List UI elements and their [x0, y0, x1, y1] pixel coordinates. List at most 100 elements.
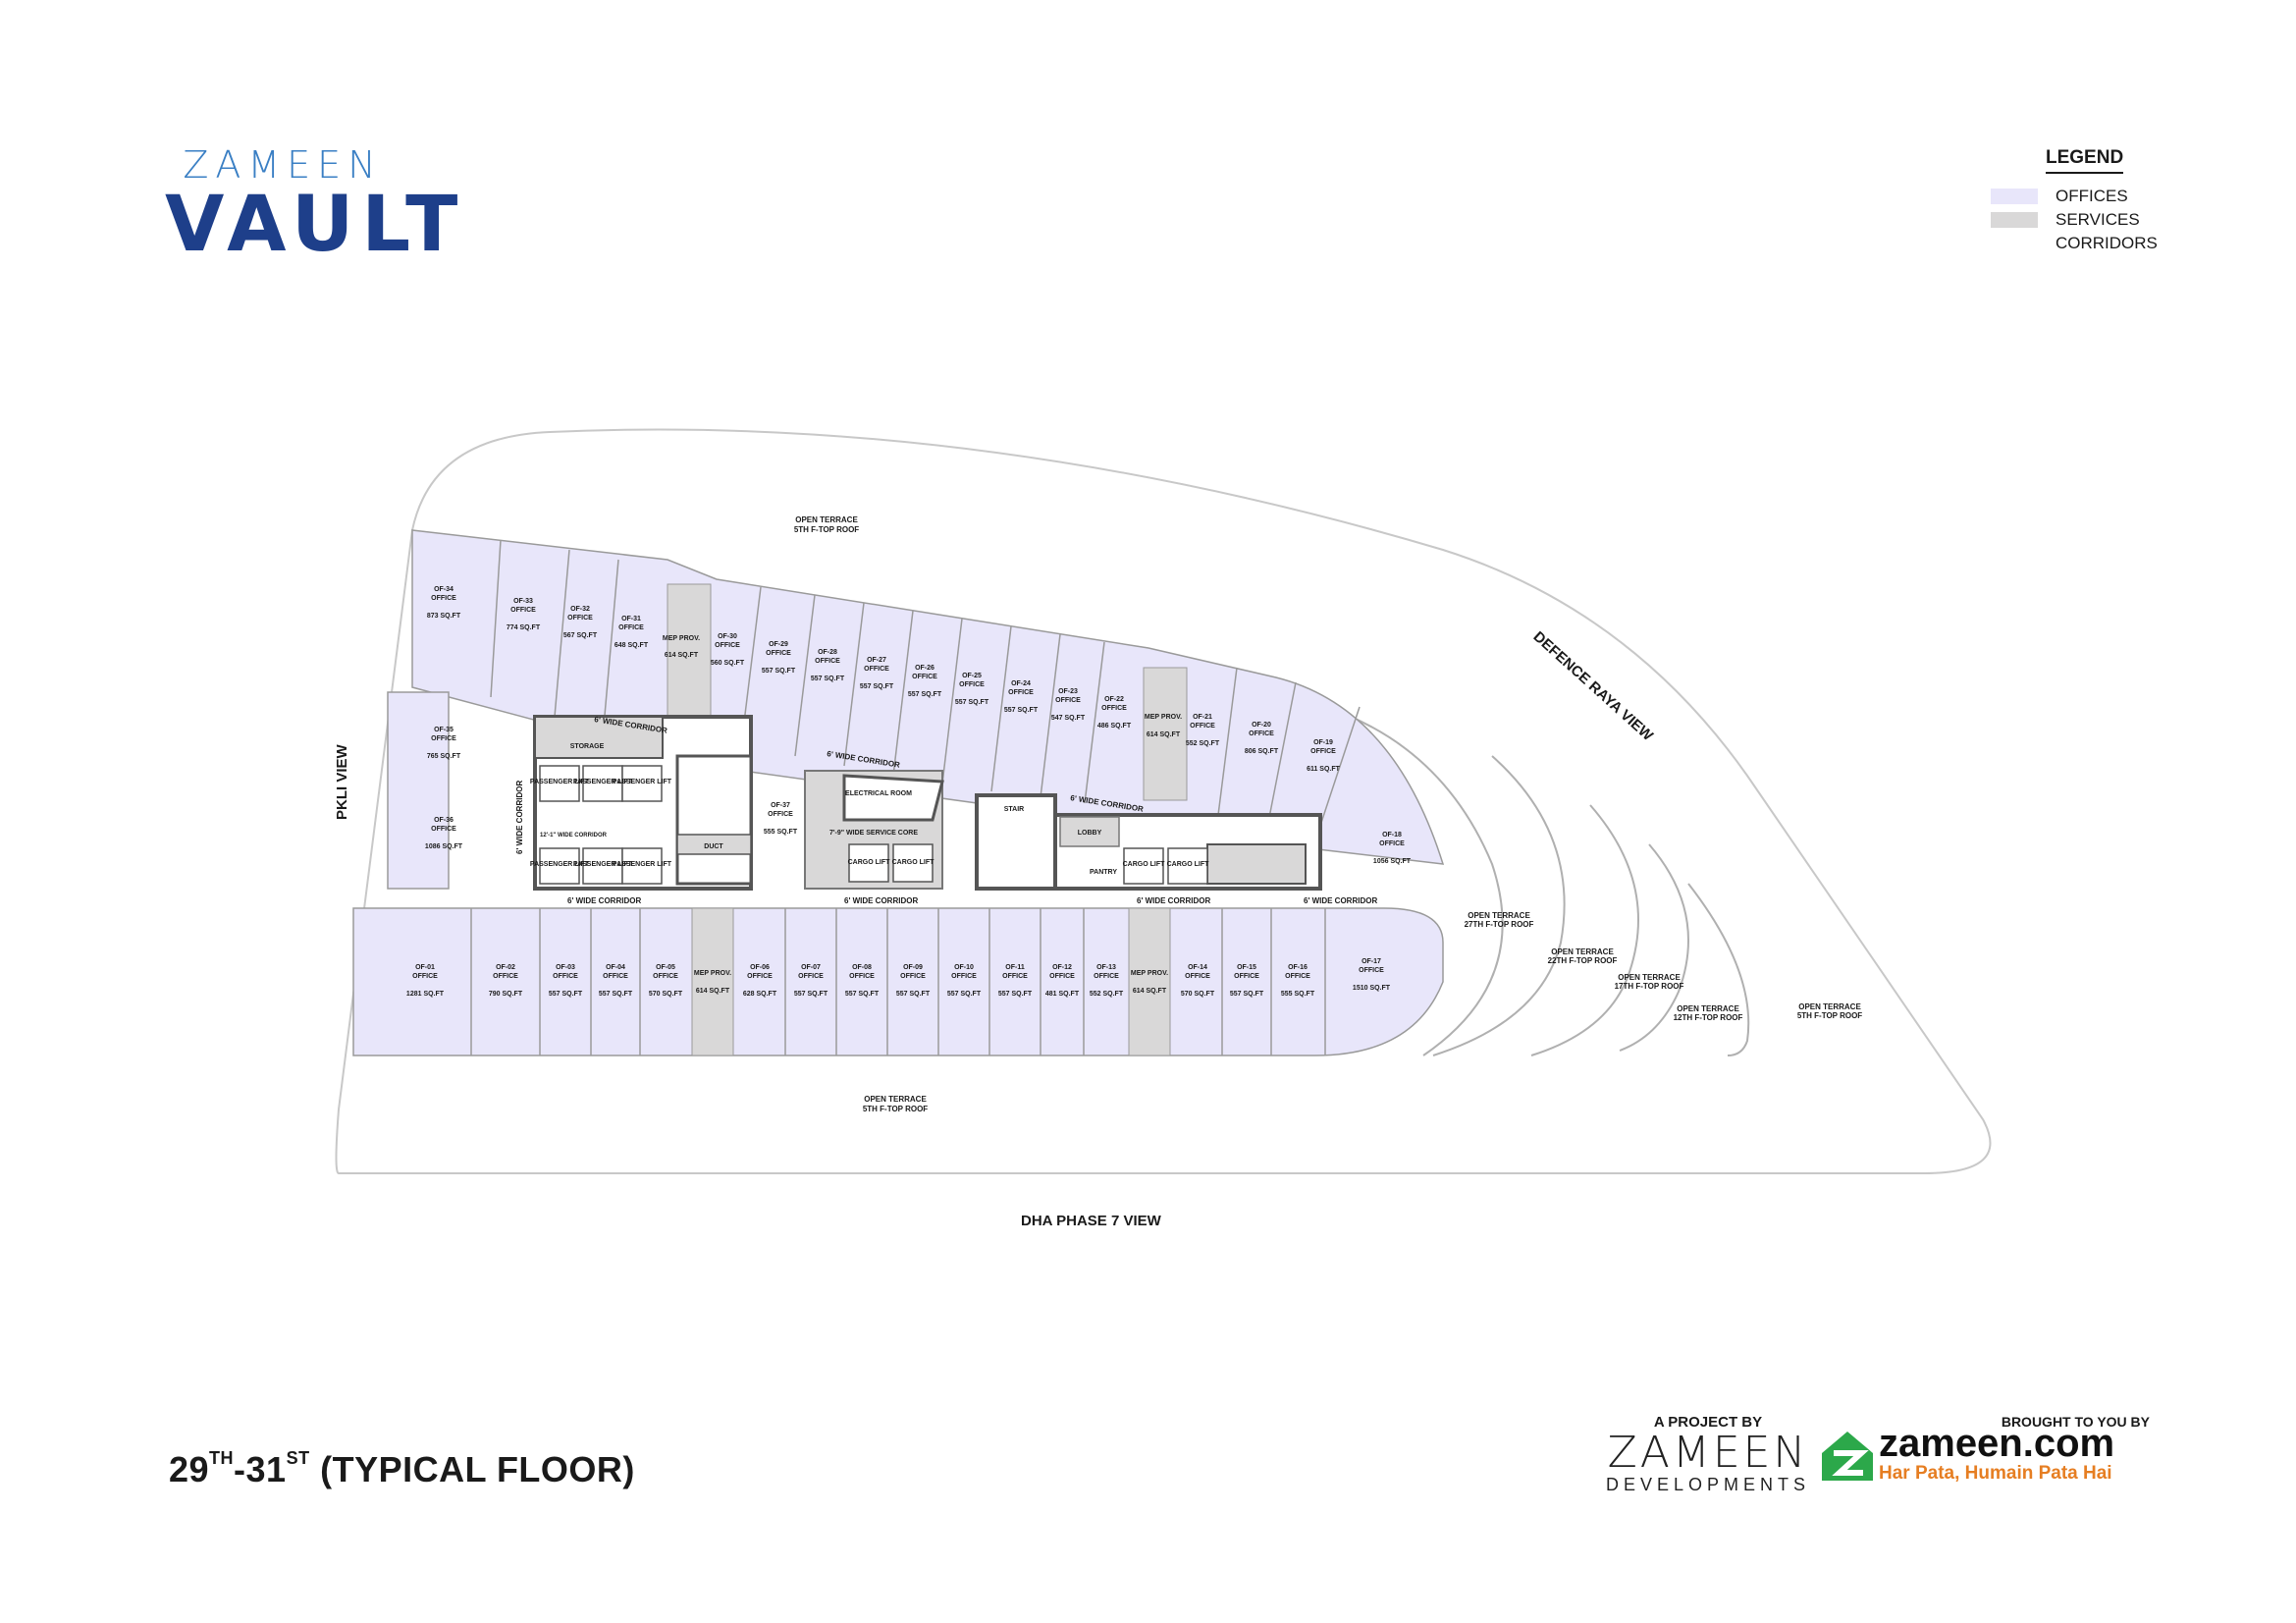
office-area: 1086 SQ.FT	[425, 843, 463, 850]
legend-title: LEGEND	[2046, 147, 2124, 174]
terrace-sub-22: 22TH F-TOP ROOF	[1548, 956, 1618, 965]
office-id: OF-35	[434, 727, 454, 733]
stair-label: STAIR	[1004, 806, 1024, 813]
office-id: MEP PROV.	[1145, 714, 1182, 721]
legend-swatch-offices	[1991, 189, 2038, 204]
office-label: OFFICE	[1285, 973, 1310, 980]
project-label: A PROJECT BY	[1653, 1414, 1763, 1431]
terrace-sub-12: 12TH F-TOP ROOF	[1674, 1013, 1743, 1022]
office-id: OF-25	[962, 673, 982, 679]
portal-logo-name: zameen.com	[1879, 1422, 2115, 1465]
service-core-label: 7'-9" WIDE SERVICE CORE	[829, 830, 918, 837]
office-label: OFFICE	[431, 735, 456, 742]
office-id: OF-06	[750, 964, 770, 971]
terrace-arc-1	[1324, 706, 1504, 1056]
legend-item-offices: OFFICES	[1991, 187, 2128, 206]
legend-label: SERVICES	[2056, 210, 2140, 229]
portal-tagline: Har Pata, Humain Pata Hai	[1879, 1463, 2112, 1484]
office-area: 557 SQ.FT	[1004, 707, 1039, 714]
service-strip-top-2	[1143, 667, 1188, 801]
office-area: 614 SQ.FT	[696, 988, 730, 995]
office-area: 557 SQ.FT	[549, 991, 583, 998]
terrace-arc-4	[1619, 843, 1689, 1052]
office-label: OFFICE	[618, 624, 644, 631]
office-label: OFFICE	[1359, 967, 1384, 974]
bottom-partitions	[470, 908, 1326, 1055]
corridor-label: 6' WIDE CORRIDOR	[1137, 896, 1210, 905]
office-area: 1281 SQ.FT	[406, 991, 445, 998]
pantry-label: PANTRY	[1090, 869, 1117, 876]
office-area: 806 SQ.FT	[1245, 748, 1279, 755]
office-label: OFFICE	[951, 973, 977, 980]
zameen-house-icon	[1822, 1432, 1873, 1481]
office-id: OF-09	[903, 964, 923, 971]
office-id: OF-37	[771, 802, 790, 809]
office-area: 557 SQ.FT	[908, 691, 942, 698]
office-label: OFFICE	[900, 973, 926, 980]
service-strip-bottom-1	[691, 907, 734, 1056]
legend-swatch-services	[1991, 212, 2038, 228]
office-area: 557 SQ.FT	[896, 991, 931, 998]
office-label: OFFICE	[1234, 973, 1259, 980]
office-label: OFFICE	[959, 681, 985, 688]
terrace-label-22: OPEN TERRACE	[1551, 947, 1614, 956]
office-label: OFFICE	[864, 666, 889, 673]
terrace-label-12: OPEN TERRACE	[1677, 1004, 1739, 1013]
office-id: OF-03	[556, 964, 575, 971]
office-area: 628 SQ.FT	[743, 991, 777, 998]
office-area: 614 SQ.FT	[665, 652, 699, 659]
office-id: OF-22	[1104, 696, 1124, 703]
office-label: OFFICE	[768, 811, 793, 818]
office-label: OFFICE	[815, 658, 840, 665]
floor-title-a: 29	[169, 1449, 210, 1489]
office-id: OF-29	[769, 641, 788, 648]
left-office-block	[387, 691, 450, 890]
office-label: OFFICE	[1049, 973, 1075, 980]
office-area: 557 SQ.FT	[998, 991, 1033, 998]
terrace-label-17: OPEN TERRACE	[1618, 973, 1681, 982]
office-label: OFFICE	[849, 973, 875, 980]
terrace-sub-top: 5TH F-TOP ROOF	[794, 525, 859, 534]
office-id: OF-20	[1252, 722, 1271, 729]
office-label: OFFICE	[1249, 730, 1274, 737]
service-strip-bottom-2	[1128, 907, 1171, 1056]
corridor-label: 6' WIDE CORRIDOR	[1304, 896, 1377, 905]
office-id: OF-30	[718, 633, 737, 640]
office-id: OF-13	[1096, 964, 1116, 971]
office-id: MEP PROV.	[1131, 970, 1168, 977]
office-id: OF-21	[1193, 714, 1212, 721]
office-area: 611 SQ.FT	[1307, 766, 1341, 773]
office-label: OFFICE	[1190, 723, 1215, 730]
office-id: OF-27	[867, 657, 886, 664]
office-id: MEP PROV.	[694, 970, 731, 977]
office-label: OFFICE	[510, 607, 536, 614]
storage-room	[534, 716, 664, 759]
office-label: OFFICE	[653, 973, 678, 980]
legend-label: CORRIDORS	[2056, 234, 2158, 252]
lobby-area	[1059, 816, 1120, 847]
corridor-label: 6' WIDE CORRIDOR	[567, 896, 641, 905]
floor-title-b-sup: ST	[286, 1448, 310, 1468]
office-label: OFFICE	[1055, 697, 1081, 704]
terrace-arc-2	[1432, 755, 1566, 1056]
terrace-sub-bottom: 5TH F-TOP ROOF	[863, 1105, 928, 1113]
storage-label: STORAGE	[570, 743, 605, 750]
office-id: OF-01	[415, 964, 435, 971]
office-label: OFFICE	[1094, 973, 1119, 980]
stair-right	[1206, 843, 1307, 885]
office-id: OF-17	[1362, 958, 1381, 965]
office-area: 552 SQ.FT	[1186, 740, 1220, 747]
office-label: OFFICE	[1185, 973, 1210, 980]
lift-label: PASSENGER LIFT	[530, 779, 590, 785]
lift-label: PASSENGER LIFT	[573, 779, 633, 785]
stair-core	[975, 793, 1057, 891]
office-area: 557 SQ.FT	[845, 991, 880, 998]
office-label: OFFICE	[798, 973, 824, 980]
cargo-label: CARGO LIFT	[892, 859, 934, 866]
office-area: 547 SQ.FT	[1051, 715, 1086, 722]
view-label-south: DHA PHASE 7 VIEW	[1021, 1213, 1161, 1229]
office-area: 481 SQ.FT	[1045, 991, 1080, 998]
floor-title-a-sup: TH	[209, 1448, 235, 1468]
office-id: OF-19	[1313, 739, 1333, 746]
office-area: 1510 SQ.FT	[1353, 985, 1391, 992]
